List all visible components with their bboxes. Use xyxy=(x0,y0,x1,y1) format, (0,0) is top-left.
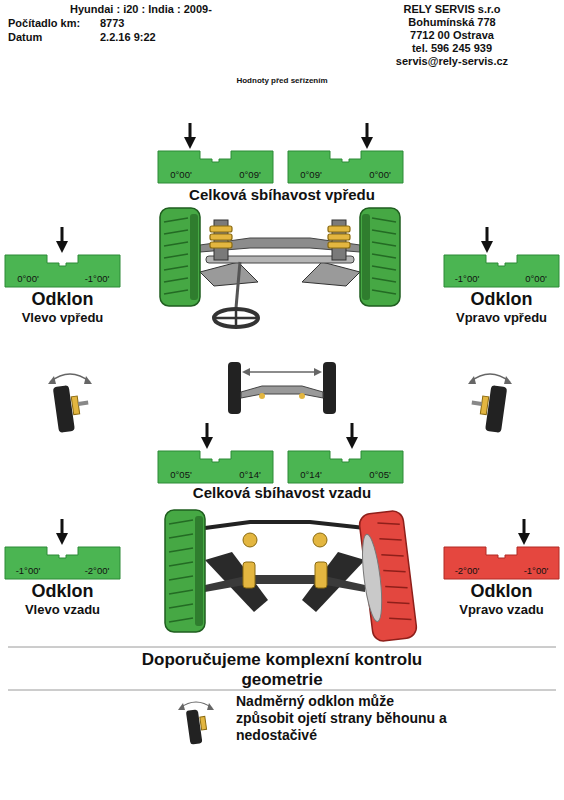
gauge-value: -1°00' xyxy=(446,273,488,284)
pointer-arrow xyxy=(189,123,192,139)
field-value: 2.2.16 9:22 xyxy=(100,31,220,44)
gauge-value: 0°09' xyxy=(229,169,271,180)
gauge-value: 0°14' xyxy=(229,469,271,480)
gauge-body xyxy=(5,547,120,579)
pointer-arrow xyxy=(351,423,354,439)
field-value: 8773 xyxy=(100,17,190,30)
gauge-body xyxy=(5,255,120,287)
gauge-value: -2°00' xyxy=(76,565,118,576)
gauge-box: -2°00' -1°00' OdklonVpravo vzadu xyxy=(444,519,559,643)
section-note: Hodnoty před seřízením xyxy=(182,76,382,86)
pointer-arrow xyxy=(56,241,68,253)
company-email: servis@rely-servis.cz xyxy=(352,55,552,68)
gauge-subheading: Vlevo vpředu xyxy=(5,310,120,326)
camber-icon xyxy=(178,702,214,745)
gauge-value: 0°00' xyxy=(7,273,49,284)
field-name: Datum xyxy=(8,31,98,44)
gauge-value: 0°00' xyxy=(515,273,557,284)
rear-axle xyxy=(165,510,418,643)
separator xyxy=(8,647,556,648)
camber-icon xyxy=(48,374,92,433)
gauge-value: -1°00' xyxy=(7,565,49,576)
pointer-arrow xyxy=(486,227,489,243)
pointer-arrow xyxy=(346,437,358,449)
company-address: Bohumínská 778 xyxy=(352,16,552,29)
gauge-body xyxy=(158,451,273,483)
gauge-value: 0°00' xyxy=(160,169,202,180)
pointer-arrow xyxy=(61,519,64,535)
gauge-value: -1°00' xyxy=(76,273,118,284)
gauge-body xyxy=(288,451,403,483)
pointer-arrow xyxy=(184,137,196,149)
gauge-box: -1°00' -2°00' OdklonVlevo vzadu xyxy=(5,519,120,643)
pointer-arrow xyxy=(206,423,209,439)
gauge-heading: Odklon xyxy=(5,581,120,602)
pointer-arrow xyxy=(56,533,68,545)
pointer-arrow xyxy=(61,227,64,243)
company-phone: tel. 596 245 939 xyxy=(352,42,552,55)
gauge-subheading: Vpravo vzadu xyxy=(444,602,559,618)
gauge-body xyxy=(444,255,559,287)
gauge-box: 0°00' -1°00' OdklonVlevo vpředu xyxy=(5,227,120,351)
gauge-box: 0°00' 0°09' xyxy=(158,123,273,247)
toe-sketch xyxy=(228,362,336,414)
gauge-body xyxy=(158,151,273,183)
axle-caption: Celková sbíhavost vzadu xyxy=(152,484,412,502)
gauge-body xyxy=(288,151,403,183)
gauge-body xyxy=(444,547,559,579)
pointer-arrow xyxy=(201,437,213,449)
pointer-arrow xyxy=(523,519,526,535)
vehicle-name: Hyundai : i20 : India : 2009- xyxy=(70,3,290,16)
gauge-caption: OdklonVlevo vpředu xyxy=(5,289,120,326)
separator xyxy=(8,690,556,691)
gauge-value: -1°00' xyxy=(515,565,557,576)
gauge-box: 0°09' 0°00' xyxy=(288,123,403,247)
warning-note: Nadměrný odklon může způsobit ojetí stra… xyxy=(236,693,451,744)
company-name: RELY SERVIS s.r.o xyxy=(352,3,552,16)
company-address: 7712 00 Ostrava xyxy=(352,29,552,42)
gauge-value: 0°14' xyxy=(290,469,332,480)
gauge-value: 0°05' xyxy=(160,469,202,480)
gauge-value: 0°09' xyxy=(290,169,332,180)
recommendation: Doporučujeme komplexní kontrolu geometri… xyxy=(137,650,427,690)
axle-caption: Celková sbíhavost vpředu xyxy=(152,186,412,204)
gauge-heading: Odklon xyxy=(5,289,120,310)
gauge-subheading: Vpravo vpředu xyxy=(444,310,559,326)
field-name: Počítadlo km: xyxy=(8,17,98,30)
pointer-arrow xyxy=(481,241,493,253)
gauge-caption: OdklonVlevo vzadu xyxy=(5,581,120,618)
gauge-value: -2°00' xyxy=(446,565,488,576)
camber-icon xyxy=(468,374,512,433)
gauge-caption: OdklonVpravo vpředu xyxy=(444,289,559,326)
gauge-value: 0°05' xyxy=(359,469,401,480)
front-axle xyxy=(160,208,400,327)
gauge-subheading: Vlevo vzadu xyxy=(5,602,120,618)
gauge-value: 0°00' xyxy=(359,169,401,180)
gauge-box: -1°00' 0°00' OdklonVpravo vpředu xyxy=(444,227,559,351)
pointer-arrow xyxy=(518,533,530,545)
pointer-arrow xyxy=(361,137,373,149)
pointer-arrow xyxy=(366,123,369,139)
gauge-heading: Odklon xyxy=(444,289,559,310)
gauge-heading: Odklon xyxy=(444,581,559,602)
gauge-caption: OdklonVpravo vzadu xyxy=(444,581,559,618)
